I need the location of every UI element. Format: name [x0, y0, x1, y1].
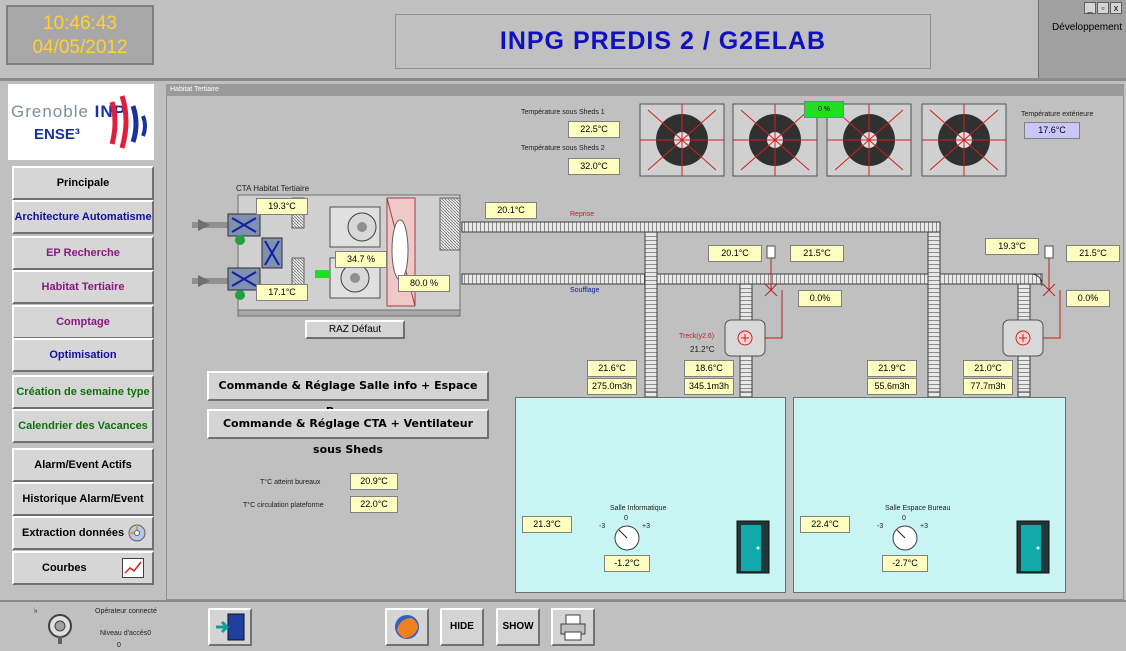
treck-label: Treck(y2.6) — [679, 333, 715, 340]
firefox-icon — [395, 615, 419, 639]
room2-temp: 22.4°C — [800, 516, 850, 533]
room1-dial-min: -3 — [599, 523, 606, 530]
raz-defaut-button[interactable]: RAZ Défaut — [305, 320, 405, 339]
operator-key-icon — [48, 614, 72, 644]
cmd-cta-ventilateur-button[interactable]: Commande & Réglage CTA + Ventilateur sou… — [207, 409, 489, 456]
room1-setpoint[interactable]: -1.2°C — [604, 555, 650, 572]
hide-button[interactable]: HIDE — [440, 608, 484, 646]
left-valve: 0.0% — [798, 290, 842, 307]
chart-icon — [122, 558, 144, 578]
tc-plateforme-value: 22.0°C — [350, 496, 398, 513]
tc-bureau-label: T°C atteint bureaux — [260, 479, 321, 486]
firefox-button[interactable] — [385, 608, 429, 646]
left-return-temp: 20.1°C — [708, 245, 762, 262]
temp-sheds1-label: Température sous Sheds 1 — [521, 109, 605, 116]
exit-button[interactable] — [208, 608, 252, 646]
nav-calendrier-vacances[interactable]: Calendrier des Vacances — [12, 409, 154, 443]
room1-label: Salle Informatique — [610, 505, 667, 512]
app-title: INPG PREDIS 2 / G2ELAB — [395, 14, 931, 69]
room-espace-bureau — [793, 397, 1066, 593]
grenoble-inp-logo: Grenoble INP ENSE³ — [8, 84, 154, 160]
cta-bottom-temp: 17.1°C — [256, 284, 308, 301]
room-salle-informatique — [515, 397, 786, 593]
room2-label: Salle Espace Bureau — [885, 505, 951, 512]
room2-dial-max: +3 — [920, 523, 928, 530]
nav-alarm-event-actifs[interactable]: Alarm/Event Actifs — [12, 448, 154, 482]
cd-disc-icon — [128, 524, 146, 542]
right-room-temp2: 21.0°C — [963, 360, 1013, 377]
nav-comptage[interactable]: Comptage — [12, 305, 154, 339]
left-room-temp2: 18.6°C — [684, 360, 734, 377]
access-level-label: Niveau d'accès0 — [100, 630, 152, 637]
nav-habitat-tertiaire[interactable]: Habitat Tertiaire — [12, 270, 154, 304]
clock-time: 10:46:43 — [43, 13, 117, 34]
room1-temp: 21.3°C — [522, 516, 572, 533]
room2-dial-min: -3 — [877, 523, 884, 530]
cta-humidity: 34.7 % — [335, 251, 387, 268]
mode-label: Développement — [1051, 22, 1122, 33]
cta-label: CTA Habitat Tertiaire — [236, 184, 310, 193]
exit-door-icon — [216, 613, 245, 641]
right-room-flow2: 77.7m3h — [963, 378, 1013, 395]
nav-ep-recherche[interactable]: EP Recherche — [12, 236, 154, 270]
temp-sheds2-value: 32.0°C — [568, 158, 620, 175]
cmd-salle-info-button[interactable]: Commande & Réglage Salle info + Espace B… — [207, 371, 489, 418]
cta-top-temp: 19.3°C — [256, 198, 308, 215]
clock-display: 10:46:43 04/05/2012 — [6, 5, 154, 65]
close-icon[interactable]: x — [1110, 2, 1122, 14]
temp-ext-value: 17.6°C — [1024, 122, 1080, 139]
fan-speed-indicator: 0 % — [804, 101, 844, 118]
tc-plateforme-label: T°C circulation plateforme — [243, 502, 324, 509]
temp-ext-label: Température extérieure — [1021, 111, 1094, 118]
right-return-temp: 19.3°C — [985, 238, 1039, 255]
logo-bars-icon — [109, 95, 147, 149]
operator-label: Opérateur connecté — [95, 608, 157, 615]
nav-historique-alarm-event[interactable]: Historique Alarm/Event — [12, 482, 154, 516]
clock-date: 04/05/2012 — [32, 37, 128, 58]
treck-value: 21.2°C — [690, 345, 715, 354]
cta-unit — [192, 194, 461, 317]
tc-bureau-value: 20.9°C — [350, 473, 398, 490]
nav-optimisation[interactable]: Optimisation — [12, 338, 154, 372]
nav-architecture-automatisme[interactable]: Architecture Automatisme — [12, 200, 154, 234]
nav-courbes[interactable]: Courbes — [12, 551, 154, 585]
show-button[interactable]: SHOW — [496, 608, 540, 646]
room2-dial-mid: 0 — [902, 515, 906, 522]
right-supply-temp: 21.5°C — [1066, 245, 1120, 262]
right-room-temp1: 21.9°C — [867, 360, 917, 377]
reprise-label: Reprise — [570, 211, 595, 218]
window-controls: _▫x Développement — [1038, 0, 1126, 78]
nav-principale[interactable]: Principale — [12, 166, 154, 200]
left-room-temp1: 21.6°C — [587, 360, 637, 377]
print-button[interactable] — [551, 608, 595, 646]
left-room-flow1: 275.0m3h — [587, 378, 637, 395]
header-divider — [0, 78, 1126, 81]
room1-dial-mid: 0 — [624, 515, 628, 522]
shed-fans — [639, 103, 1007, 177]
room1-dial-max: +3 — [642, 523, 650, 530]
minimize-icon[interactable]: _ — [1084, 2, 1096, 14]
printer-icon — [560, 614, 586, 641]
left-room-flow2: 345.1m3h — [684, 378, 734, 395]
nav-extraction-donnees[interactable]: Extraction données — [12, 516, 154, 550]
access-level-value: 0 — [117, 642, 121, 649]
cta-damper: 80.0 % — [398, 275, 450, 292]
restore-icon[interactable]: ▫ — [1097, 2, 1109, 14]
right-valve: 0.0% — [1066, 290, 1110, 307]
right-room-flow1: 55.6m3h — [867, 378, 917, 395]
soufflage-label: Soufflage — [570, 287, 600, 294]
temp-sheds2-label: Température sous Sheds 2 — [521, 145, 605, 152]
left-supply-temp: 21.5°C — [790, 245, 844, 262]
room2-setpoint[interactable]: -2.7°C — [882, 555, 928, 572]
duct-reprise-temp: 20.1°C — [485, 202, 537, 219]
panel-title: Habitat Tertiaire — [166, 84, 1124, 96]
nav-creation-semaine-type[interactable]: Création de semaine type — [12, 375, 154, 409]
temp-sheds1-value: 22.5°C — [568, 121, 620, 138]
